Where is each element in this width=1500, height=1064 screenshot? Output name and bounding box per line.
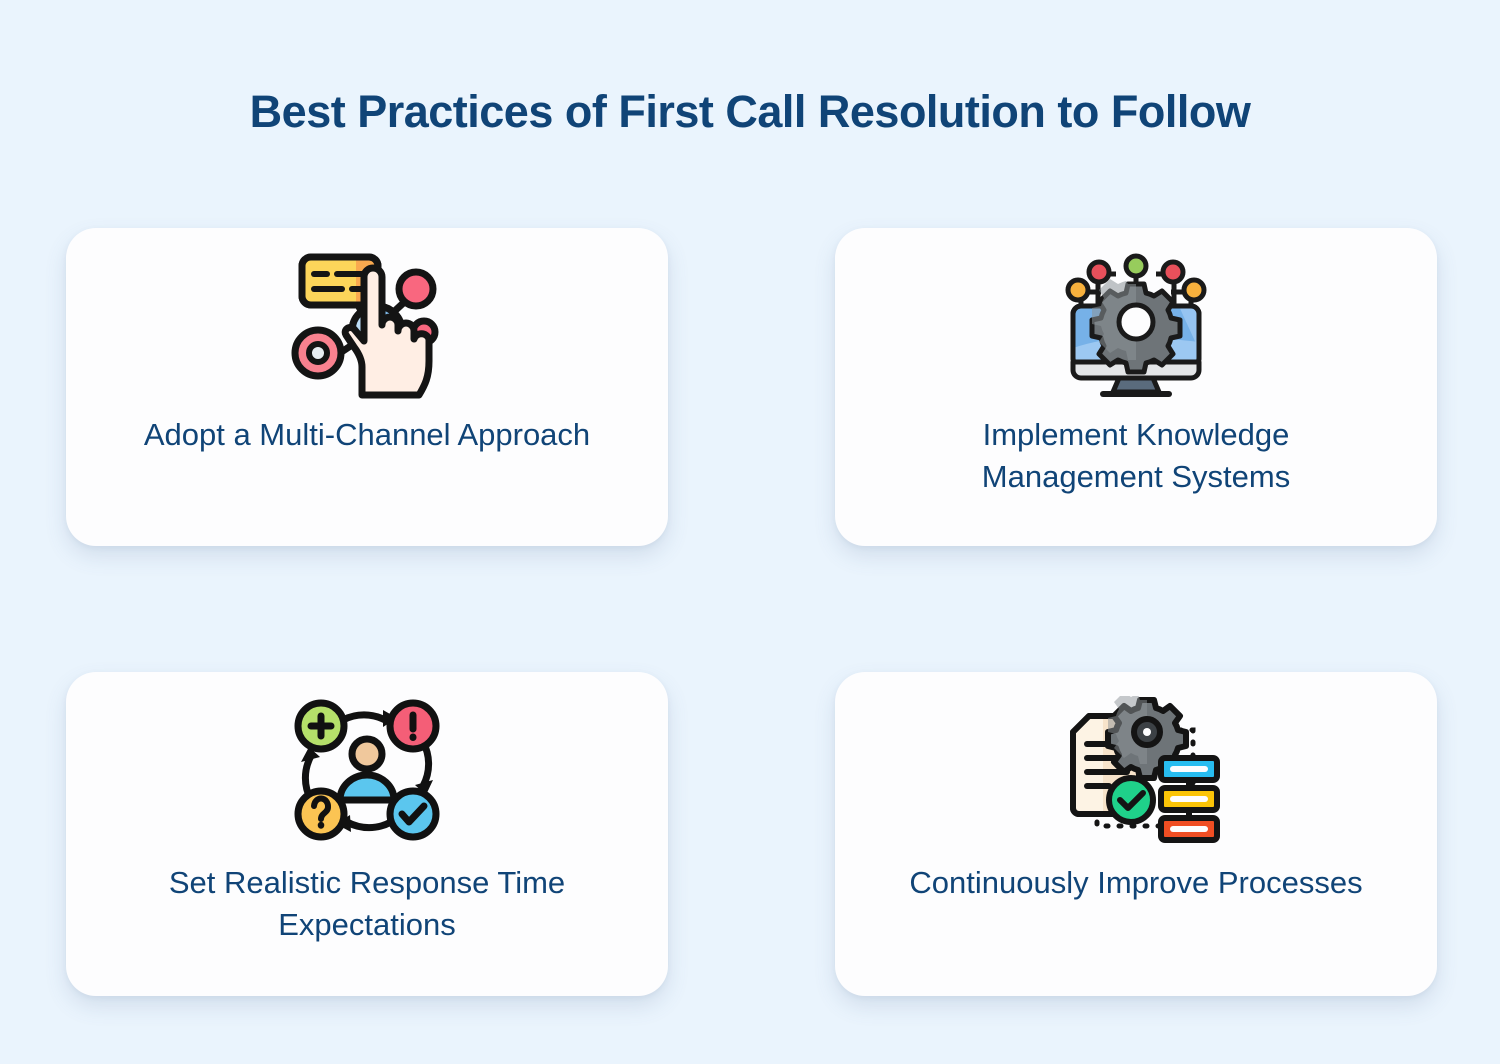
monitor-gear-nodes-icon <box>1041 238 1231 408</box>
user-feedback-cycle-icon <box>272 686 462 856</box>
network-touch-icon <box>272 238 462 408</box>
card-knowledge-management[interactable]: Implement Knowledge Management Systems <box>835 228 1437 546</box>
card-label: Implement Knowledge Management Systems <box>981 417 1291 494</box>
document-gear-workflow-icon <box>1041 686 1231 856</box>
card-multi-channel[interactable]: Adopt a Multi-Channel Approach <box>66 228 668 546</box>
page-title: Best Practices of First Call Resolution … <box>249 86 1251 137</box>
card-label: Adopt a Multi-Channel Approach <box>143 417 591 452</box>
card-improve-processes[interactable]: Continuously Improve Processes <box>835 672 1437 996</box>
card-response-time[interactable]: Set Realistic Response Time Expectations <box>66 672 668 996</box>
card-label: Continuously Improve Processes <box>909 865 1363 900</box>
card-label: Set Realistic Response Time Expectations <box>168 865 566 942</box>
best-practices-grid: Adopt a Multi-Channel Approach <box>66 228 1437 996</box>
